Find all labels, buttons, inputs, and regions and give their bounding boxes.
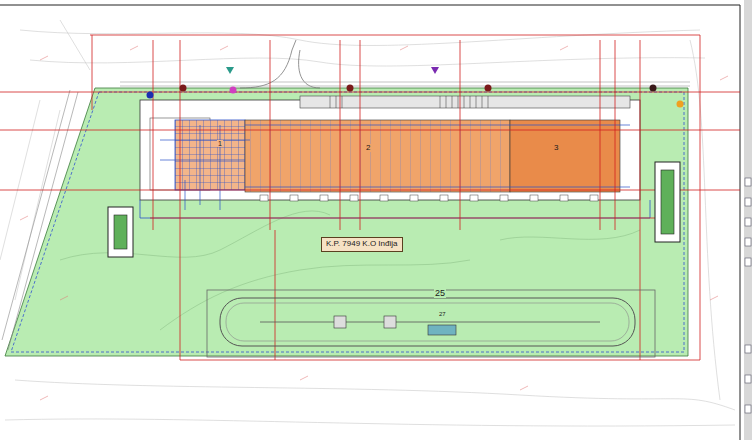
parcel-label: K.P. 7949 K.O Inđija [321,237,403,252]
conveyors [160,125,630,210]
frame-line [740,5,741,440]
access-road [240,40,320,88]
storage-hall [245,120,510,192]
marker [650,85,657,92]
transformer-core [114,215,127,249]
area-number: 1 [217,140,223,147]
building-outline [140,100,640,200]
test-track-inner [226,303,629,341]
axis-lines [0,35,740,360]
racking-zone [175,120,245,190]
track-station [334,316,346,328]
marker [147,92,154,99]
terrain [60,211,640,330]
track-station [384,316,396,328]
marker [180,85,187,92]
track-area [207,290,655,357]
marker [485,85,492,92]
test-track [220,298,635,346]
road-edge [2,90,78,350]
truck-apron [300,96,630,108]
site-boundary [11,92,684,352]
transformer-core [661,170,674,234]
area-number: 3 [553,144,559,152]
transformer-station [108,207,133,257]
frame-line [0,5,740,6]
area-number: 27 [438,311,447,317]
storage-hall-3 [510,120,620,192]
yard-line [140,200,650,218]
truck-bays [330,96,488,108]
dock-doors [260,195,598,201]
side-strip [744,0,752,440]
marker [226,67,234,74]
parcel-number: K.P. 7949 K.O Inđija [326,240,398,249]
contours [0,20,735,426]
marker [230,87,237,94]
side-marks [745,178,751,413]
marker [677,101,684,108]
marker [431,67,439,74]
track-axis [260,322,600,323]
marker [347,85,354,92]
dimension-ticks [20,46,728,400]
site-area [5,88,688,356]
area-number: 2 [365,144,371,152]
transformer-station [655,162,680,242]
area-number: 25 [434,289,446,298]
track-equipment [428,325,456,335]
street [120,82,690,86]
